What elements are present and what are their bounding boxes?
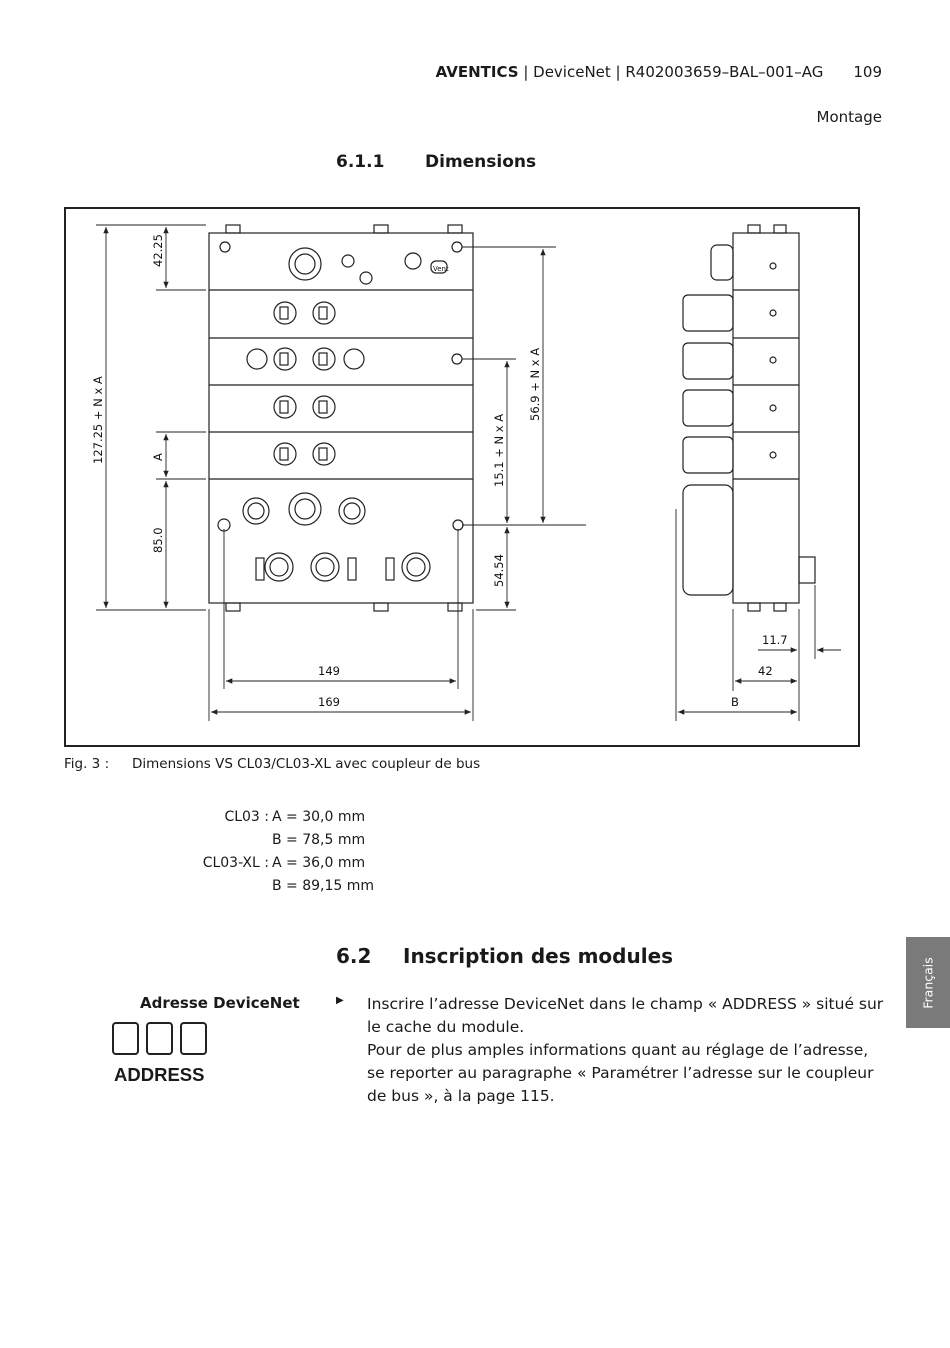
dimension-drawing: 42.25 127.25 + N x A A 85.0 56.9 + N x A…	[91, 224, 841, 721]
brand-name: AVENTICS	[435, 63, 519, 81]
dim-b: B	[731, 695, 739, 709]
dim-127-25: 127.25 + N x A	[91, 376, 105, 464]
dim-value-cl03-a: A = 30,0 mm	[272, 809, 366, 825]
address-label: ADDRESS	[114, 1064, 205, 1085]
address-digit-box	[180, 1022, 207, 1055]
body-paragraph: Inscrire l’adresse DeviceNet dans le cha…	[367, 995, 884, 1036]
dim-169: 169	[318, 695, 340, 709]
language-label: Français	[920, 956, 936, 1009]
dim-56-9: 56.9 + N x A	[528, 348, 542, 421]
dim-85: 85.0	[151, 527, 165, 553]
page-number: 109	[853, 63, 882, 81]
body-paragraph: Pour de plus amples informations quant a…	[367, 1041, 874, 1105]
address-digit-box	[112, 1022, 139, 1055]
heading-title: Dimensions	[425, 152, 537, 172]
section-name: Montage	[816, 108, 882, 126]
dim-prefix-cl03-xl: CL03-XL :	[202, 855, 269, 871]
language-tab: Français	[906, 937, 950, 1028]
address-caption: Adresse DeviceNet	[140, 994, 300, 1012]
heading-6-2: 6.2 Inscription des modules	[336, 944, 673, 968]
dim-value-cl03xl-a: A = 36,0 mm	[272, 855, 366, 871]
heading-6-1-1: 6.1.1 Dimensions	[336, 152, 536, 172]
dim-value-cl03xl-b: B = 89,15 mm	[272, 878, 375, 894]
caption-text: Dimensions VS CL03/CL03-XL avec coupleur…	[132, 756, 481, 772]
dim-a: A	[151, 453, 165, 461]
bullet-arrow: ▶	[336, 995, 344, 1006]
dim-149: 149	[318, 664, 340, 678]
heading-number: 6.2	[336, 944, 372, 968]
dim-42: 42	[758, 664, 773, 678]
doc-reference: | DeviceNet | R402003659–BAL–001–AG	[518, 63, 824, 81]
body-text: Inscrire l’adresse DeviceNet dans le cha…	[367, 993, 887, 1108]
dim-42-25: 42.25	[151, 234, 165, 267]
caption-number: Fig. 3 :	[64, 756, 110, 772]
address-digit-box	[146, 1022, 173, 1055]
dim-11-7: 11.7	[762, 633, 788, 647]
dim-prefix-cl03: CL03 :	[224, 809, 269, 825]
heading-title: Inscription des modules	[403, 944, 674, 968]
vent-label: Vent	[433, 265, 449, 273]
running-header: AVENTICS | DeviceNet | R402003659–BAL–00…	[436, 63, 882, 81]
dimension-figure: 42.25 127.25 + N x A A 85.0 56.9 + N x A…	[64, 207, 860, 747]
dim-value-cl03-b: B = 78,5 mm	[272, 832, 366, 848]
dim-15-1: 15.1 + N x A	[492, 414, 506, 487]
dim-54-54: 54.54	[492, 554, 506, 587]
figure-caption: Fig. 3 : Dimensions VS CL03/CL03-XL avec…	[64, 756, 480, 772]
heading-number: 6.1.1	[336, 152, 385, 172]
